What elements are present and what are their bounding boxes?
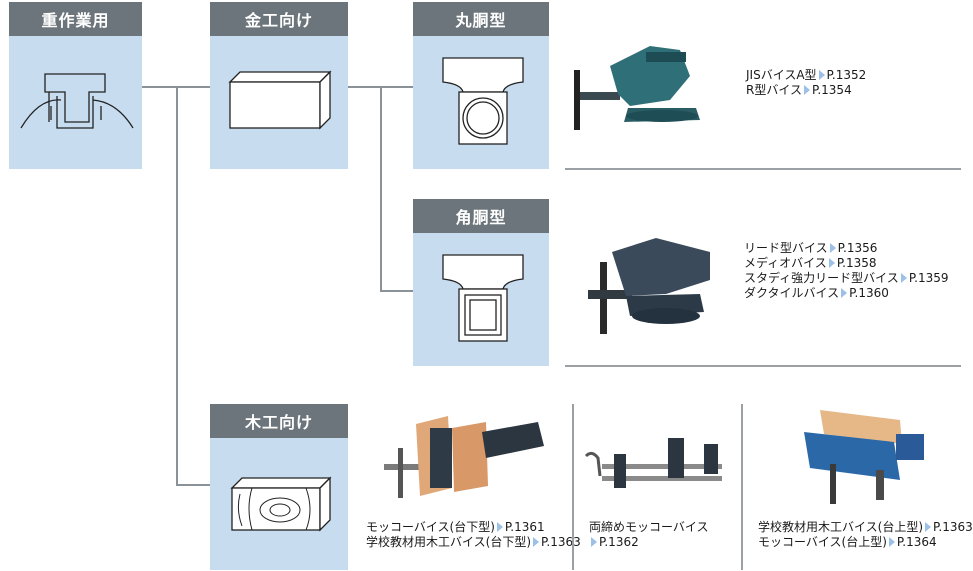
woodwork-top-product-list: 学校教材用木工バイス(台上型) P.1363 モッコーバイス(台上型) P.1364 [758,520,973,550]
page-ref: P.1354 [811,83,852,97]
square-body-diagram [413,233,549,366]
category-heavy-duty: 重作業用 [9,2,142,169]
divider-wood-1 [572,404,574,570]
woodwork-under-product-list: モッコーバイス(台下型) P.1361 学校教材用木工バイス(台下型) P.1363 [366,520,581,550]
product-name: スタディ強力リード型バイス [744,271,899,285]
product-name: 学校教材用木工バイス(台下型) [366,535,532,549]
wood-block-icon [230,476,332,532]
category-square-body: 角胴型 [413,199,549,366]
product-name: 学校教材用木工バイス(台上型) [758,520,924,534]
mokko-vise-under-image [378,408,558,508]
page-ref: P.1364 [896,535,937,549]
heavy-work-icon [20,73,134,129]
arrow-right-icon [591,537,597,547]
product-name: ダクタイルバイス [744,286,840,300]
metalwork-diagram [210,36,348,169]
category-woodwork: 木工向け [210,404,348,570]
round-body-diagram [413,36,549,169]
arrow-right-icon [828,258,835,268]
category-metalwork: 金工向け [210,2,348,169]
bench-vise-icon [574,46,700,130]
connector-branch-to-square [380,290,413,292]
heavy-duty-diagram [9,36,142,169]
wood-vise-icon [384,416,544,498]
connector-metal-branch [380,86,382,292]
woodwork-diagram [210,438,348,570]
page-ref: P.1352 [826,68,867,82]
product-name: リード型バイス [744,241,828,255]
product-name: R型バイス [746,83,802,97]
divider-round [565,168,961,170]
page-ref: P.1356 [837,241,878,255]
product-ref-medio-vise[interactable]: メディオバイス P.1358 [744,256,949,271]
category-square-body-title: 角胴型 [413,199,549,233]
product-ref-jis-vise[interactable]: JISバイスA型 P.1352 [746,68,866,83]
arrow-right-icon [888,537,895,547]
product-ref-mokko-top[interactable]: モッコーバイス(台上型) P.1364 [758,535,973,550]
page-ref: P.1361 [504,520,545,534]
category-metalwork-title: 金工向け [210,2,348,36]
product-ref-study-lead-vise[interactable]: スタディ強力リード型バイス P.1359 [744,271,949,286]
page-ref: P.1358 [836,256,877,270]
category-woodwork-title: 木工向け [210,404,348,438]
arrow-right-icon [803,85,810,95]
product-name: メディオバイス [744,256,827,270]
divider-square [565,365,961,367]
product-ref-mokko-under[interactable]: モッコーバイス(台下型) P.1361 [366,520,581,535]
square-body-cross-section-icon [442,254,524,342]
page-ref: P.1359 [908,271,949,285]
category-round-body-title: 丸胴型 [413,2,549,36]
product-name: JISバイスA型 [746,68,817,82]
bench-vise-icon [588,238,710,334]
double-mokko-product-list: 両締めモッコーバイス P.1362 [589,520,709,550]
arrow-right-icon [829,243,836,253]
round-body-product-list: JISバイスA型 P.1352 R型バイス P.1354 [746,68,866,98]
connector-trunk [176,86,178,486]
product-ref-ductile-vise[interactable]: ダクタイルバイス P.1360 [744,286,949,301]
lead-vise-image [570,232,720,337]
page-ref: P.1362 [599,535,639,549]
category-round-body: 丸胴型 [413,2,549,169]
product-ref-r-vise[interactable]: R型バイス P.1354 [746,83,866,98]
product-name: モッコーバイス(台上型) [758,535,887,549]
wood-vise-icon [584,438,722,488]
arrow-right-icon [818,70,825,80]
product-name: 両締めモッコーバイス [589,520,709,534]
page-ref: P.1363 [541,535,581,549]
product-ref-school-top[interactable]: 学校教材用木工バイス(台上型) P.1363 [758,520,973,535]
connector-trunk-to-wood [176,484,210,486]
arrow-right-icon [496,522,503,532]
arrow-right-icon [900,273,907,283]
product-ref-lead-vise[interactable]: リード型バイス P.1356 [744,241,949,256]
arrow-right-icon [925,522,932,532]
school-vise-top-image [790,404,930,506]
arrow-right-icon [533,537,540,547]
divider-wood-2 [741,404,743,570]
wood-vise-icon [804,410,924,504]
square-body-product-list: リード型バイス P.1356 メディオバイス P.1358 スタディ強力リード型バイ… [744,241,949,301]
product-name: モッコーバイス(台下型) [366,520,495,534]
arrow-right-icon [841,288,848,298]
product-ref-school-under[interactable]: 学校教材用木工バイス(台下型) P.1363 [366,535,581,550]
jis-vise-image [570,36,720,136]
page-ref: P.1363 [933,520,973,534]
category-heavy-duty-title: 重作業用 [9,2,142,36]
product-ref-double-mokko[interactable]: 両締めモッコーバイス P.1362 [589,520,709,550]
metal-block-icon [228,70,332,130]
double-mokko-vise-image [580,424,730,504]
page-ref: P.1360 [849,286,889,300]
round-body-cross-section-icon [442,57,524,145]
